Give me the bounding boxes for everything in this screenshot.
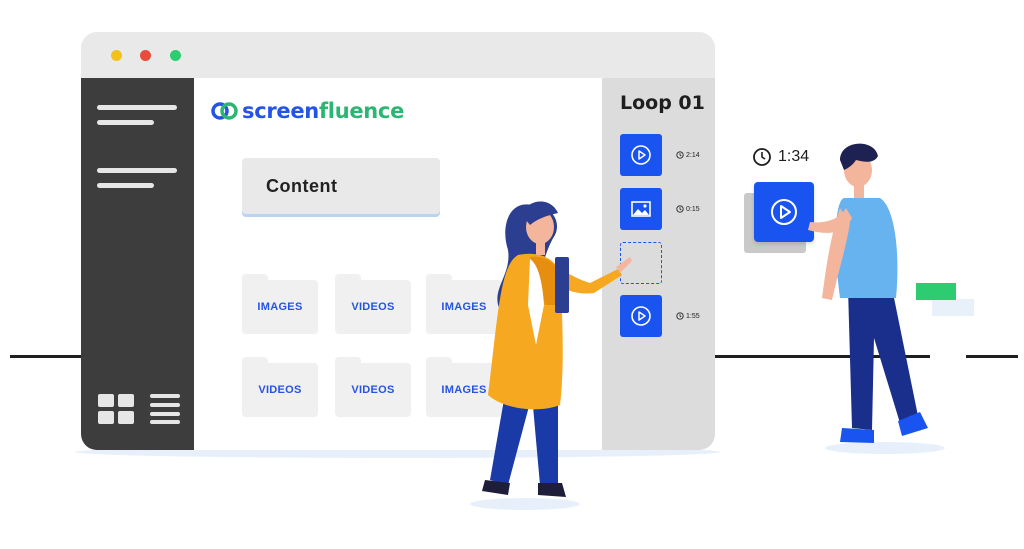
loop-item-empty-slot[interactable] [620, 242, 662, 284]
woman-illustration [482, 201, 632, 497]
brand-name-part2: fluence [318, 99, 405, 123]
clock-icon [676, 151, 684, 159]
sidebar-line[interactable] [97, 168, 177, 173]
loop-item-duration: 1:55 [676, 312, 700, 320]
sidebar-line[interactable] [97, 183, 154, 188]
folder-item[interactable]: VIDEOS [335, 274, 411, 334]
play-icon [631, 306, 651, 326]
folder-item[interactable]: VIDEOS [335, 357, 411, 417]
loop-item-video[interactable] [620, 295, 662, 337]
content-button[interactable]: Content [242, 158, 440, 214]
floating-timer: 1:34 [752, 147, 809, 167]
folder-item[interactable]: IMAGES [426, 274, 502, 334]
app-window: screenfluence Content IMAGES VIDEOS IMAG… [81, 32, 715, 450]
man-floor-shadow [825, 442, 945, 454]
baseline-middle [715, 355, 930, 358]
floating-timer-value: 1:34 [778, 148, 810, 165]
clock-icon [676, 312, 684, 320]
window-dot-green[interactable] [170, 50, 181, 61]
folder-label: IMAGES [441, 384, 487, 396]
sidebar-line[interactable] [97, 120, 154, 125]
brand-logo: screenfluence [211, 96, 404, 126]
clock-icon [676, 205, 684, 213]
sidebar-line[interactable] [97, 105, 177, 110]
man-illustration [808, 143, 928, 443]
brand-name-part1: screen [242, 99, 319, 123]
decorative-bar-accent [916, 283, 956, 300]
folder-label: IMAGES [257, 301, 303, 313]
baseline-left [10, 355, 82, 358]
floating-video-card[interactable] [754, 182, 814, 242]
image-icon [631, 201, 651, 217]
content-button-label: Content [266, 175, 338, 196]
clock-icon [753, 148, 771, 166]
folder-item[interactable]: VIDEOS [242, 357, 318, 417]
list-view-icon[interactable] [150, 394, 180, 424]
loop-item-duration: 2:14 [676, 151, 700, 159]
folder-label: VIDEOS [258, 384, 302, 396]
baseline-right [966, 355, 1018, 358]
loop-item-image[interactable] [620, 188, 662, 230]
sidebar [81, 78, 194, 450]
window-dot-red[interactable] [140, 50, 151, 61]
loop-item-video[interactable] [620, 134, 662, 176]
folder-label: VIDEOS [351, 384, 395, 396]
grid-view-icon[interactable] [98, 394, 134, 424]
play-icon [631, 145, 651, 165]
window-dot-yellow[interactable] [111, 50, 122, 61]
loop-item-duration: 0:15 [676, 205, 700, 213]
loop-title: Loop 01 [620, 92, 705, 114]
folder-item[interactable]: IMAGES [242, 274, 318, 334]
play-icon [771, 199, 797, 225]
folder-label: VIDEOS [351, 301, 395, 313]
screenfluence-logo-icon [211, 102, 238, 120]
woman-floor-shadow [470, 498, 580, 510]
title-bar [81, 32, 715, 78]
decorative-bar [932, 299, 974, 316]
folder-label: IMAGES [441, 301, 487, 313]
